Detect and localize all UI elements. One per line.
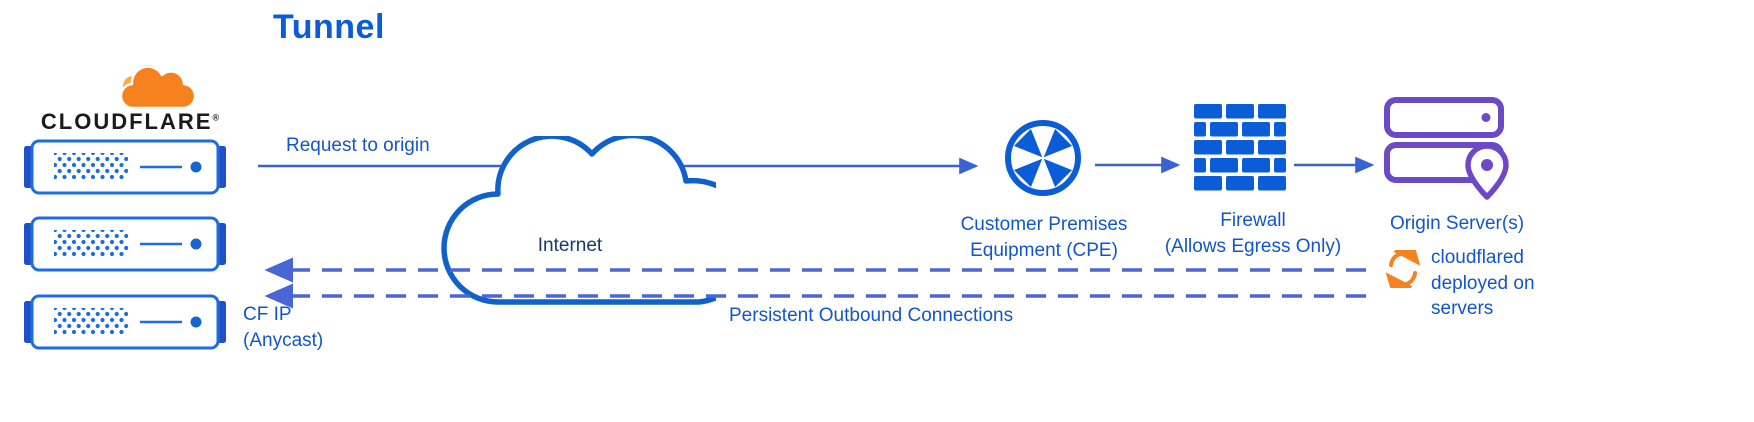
diagram-title: Tunnel <box>273 8 385 46</box>
persistent-outbound-label: Persistent Outbound Connections <box>729 305 1014 326</box>
origin-server-label: Origin Server(s) <box>1389 213 1525 234</box>
origin-server-icon <box>1384 97 1509 200</box>
cloudflared-label: cloudflared deployed on servers <box>1431 247 1535 320</box>
request-to-origin-label: Request to origin <box>286 135 430 156</box>
internet-label: Internet <box>537 235 603 256</box>
location-pin-icon <box>1465 143 1509 200</box>
cpe-label: Customer Premises Equipment (CPE) <box>960 214 1128 261</box>
cloudflared-sync-icon <box>1385 250 1421 288</box>
firewall-label: Firewall (Allows Egress Only) <box>1140 208 1366 259</box>
internet-cloud-icon <box>441 136 716 305</box>
server-icon <box>24 294 226 350</box>
firewall-label-line1: Firewall <box>1220 210 1286 231</box>
cloudflare-edge-servers-icon <box>24 139 226 350</box>
cloudflare-logo-icon <box>119 65 197 110</box>
firewall-label-line2: (Allows Egress Only) <box>1164 235 1342 257</box>
cpe-router-icon <box>1005 120 1081 196</box>
cf-ip-anycast-label: CF IP (Anycast) <box>243 304 324 351</box>
server-icon <box>24 139 226 195</box>
cloudflare-wordmark: CLOUDFLARE® <box>28 109 232 135</box>
registered-mark: ® <box>212 112 220 123</box>
server-icon <box>24 216 226 272</box>
brand-name: CLOUDFLARE <box>40 109 213 134</box>
firewall-brick-icon <box>1194 104 1286 191</box>
